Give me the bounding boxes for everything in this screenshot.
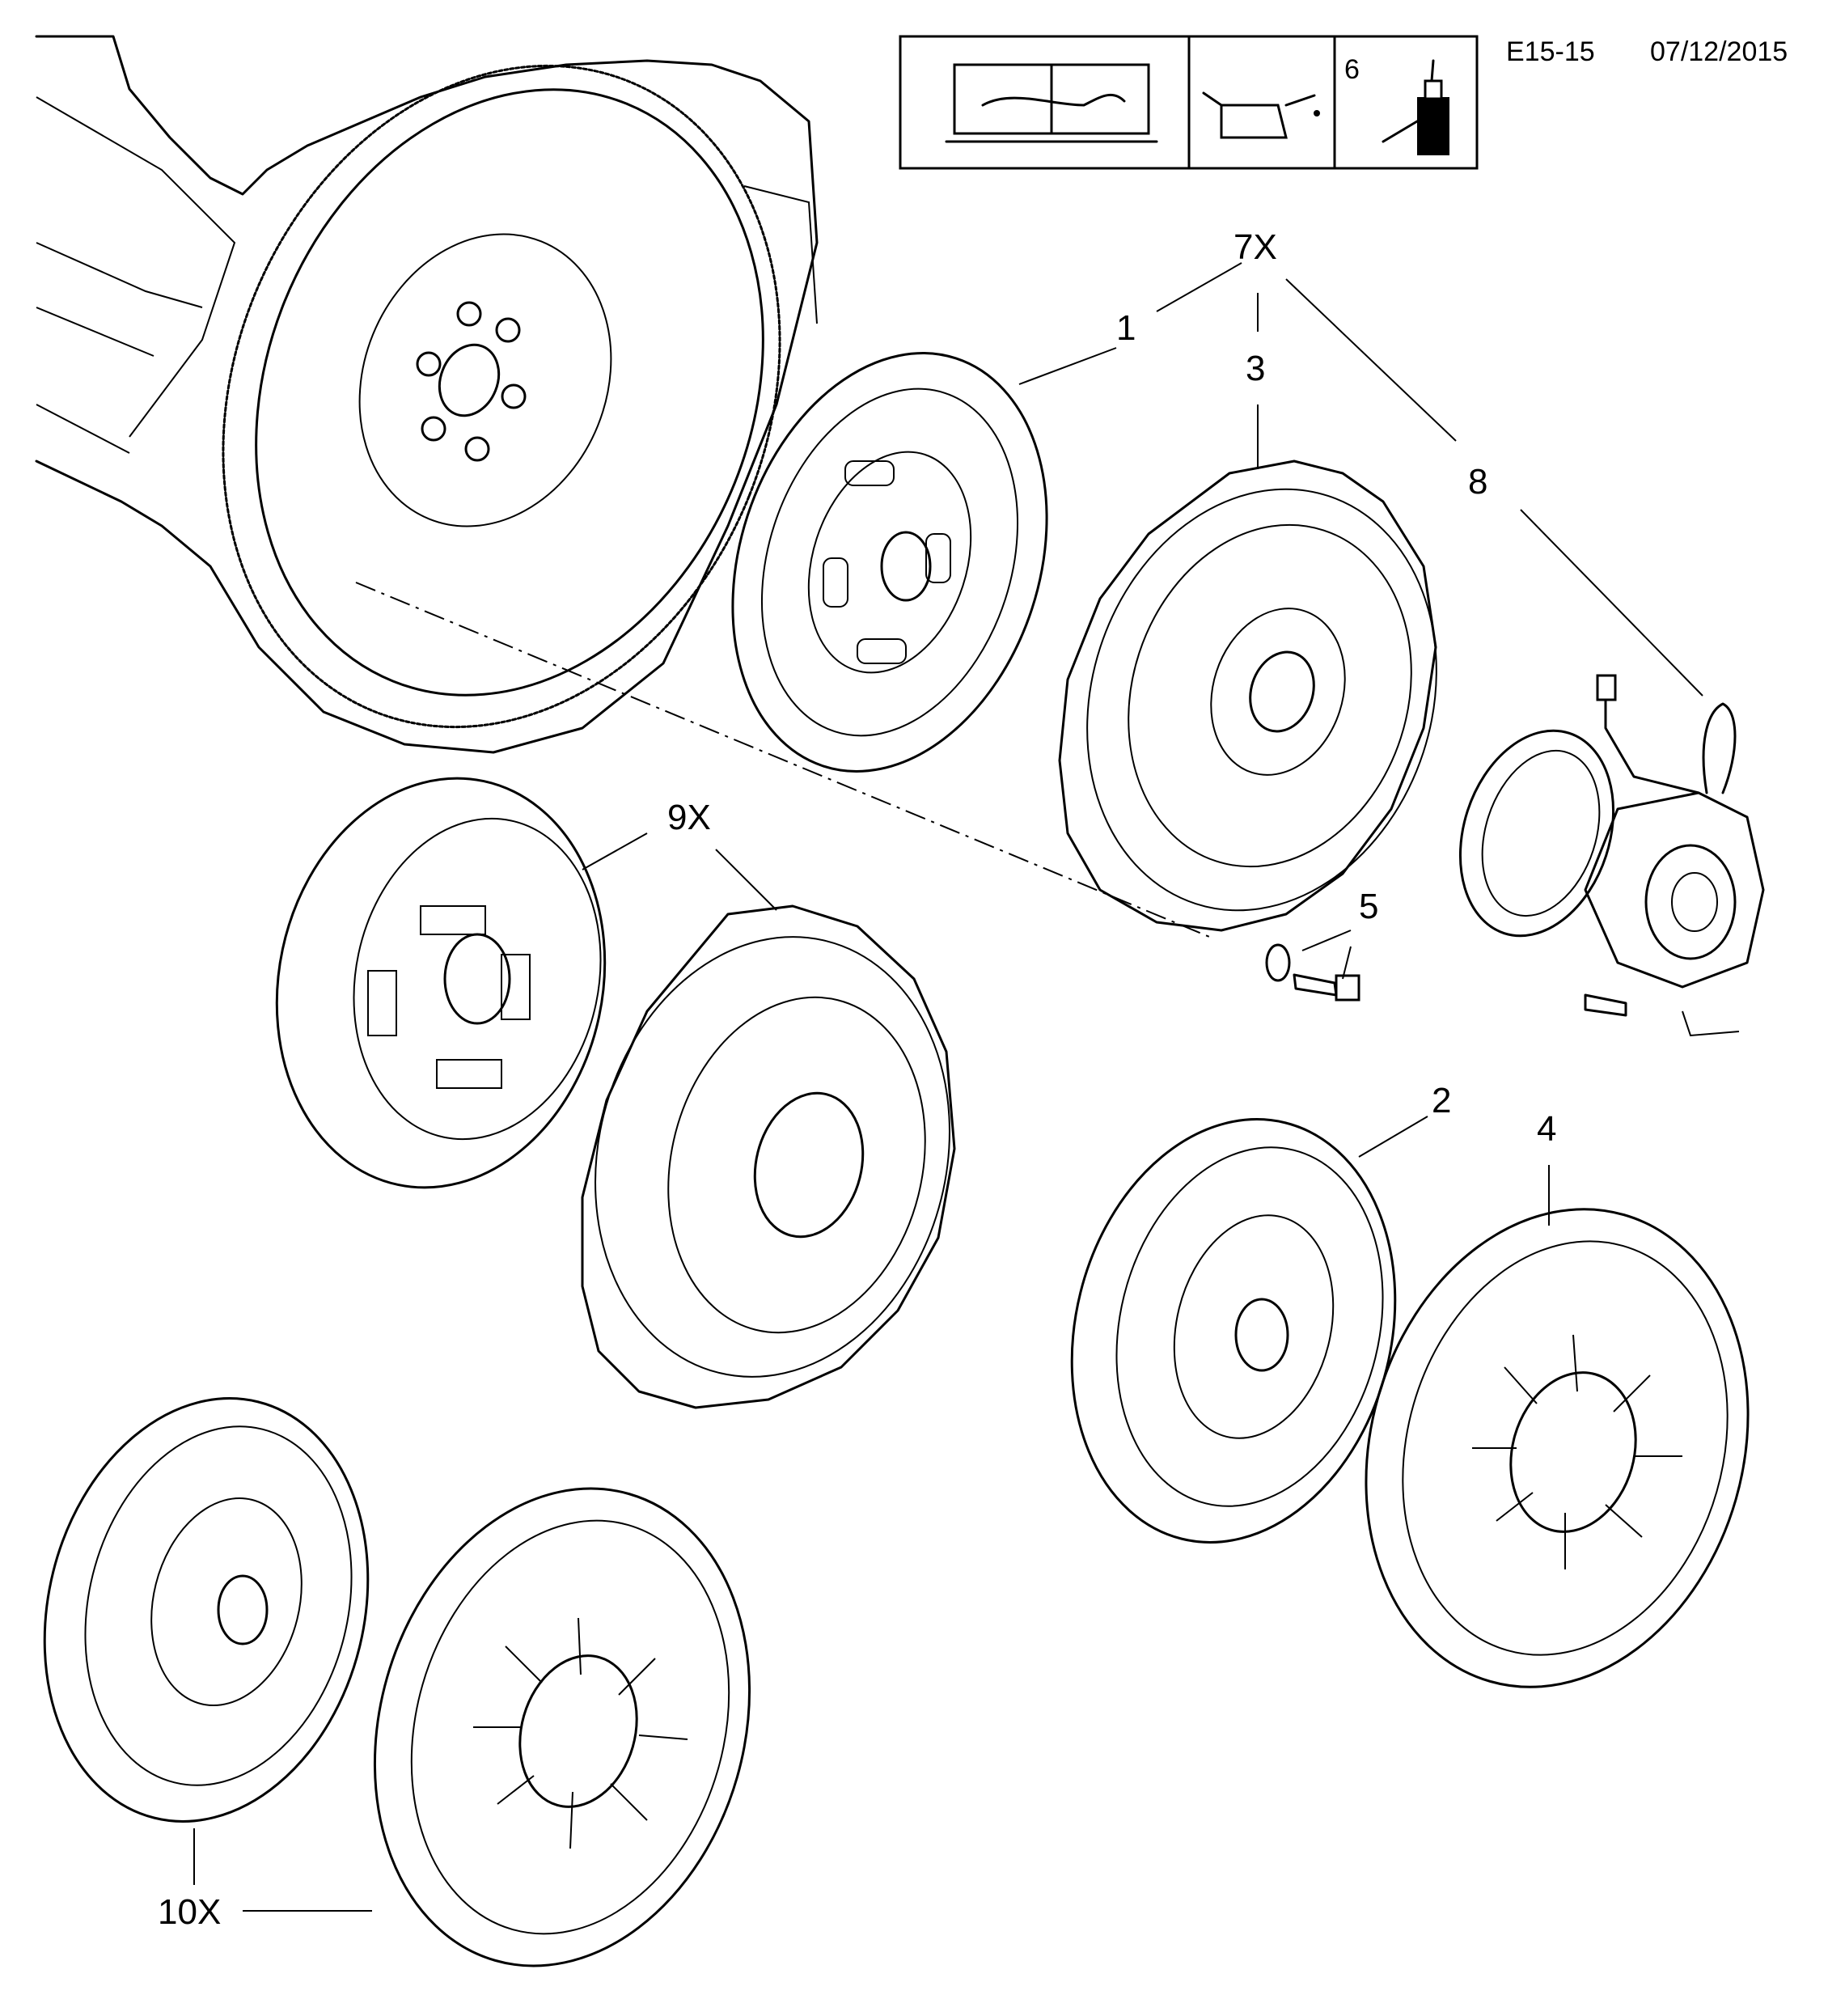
diagram-code: E15-15 bbox=[1506, 36, 1595, 67]
legend-box: 6 bbox=[899, 35, 1479, 170]
flywheel-ring-gear bbox=[222, 64, 781, 729]
manual-wrench-icon bbox=[945, 63, 1158, 143]
callout-4: 4 bbox=[1537, 1109, 1556, 1149]
alignment-line bbox=[355, 582, 1214, 939]
engine-flywheel-assembly bbox=[35, 35, 819, 754]
part-2-clutch-disc bbox=[1070, 1118, 1397, 1544]
part-4-pressure-plate bbox=[1365, 1208, 1750, 1688]
leader-lines bbox=[193, 262, 1703, 1912]
flywheel-bolts bbox=[416, 301, 527, 462]
diagram-date: 07/12/2015 bbox=[1650, 36, 1788, 67]
callout-8: 8 bbox=[1468, 462, 1487, 502]
callout-5: 5 bbox=[1359, 887, 1378, 926]
part-1-clutch-disc bbox=[731, 352, 1048, 773]
callout-2: 2 bbox=[1432, 1081, 1451, 1120]
part-5-bolt bbox=[1265, 943, 1360, 1002]
oil-can-icon bbox=[1202, 91, 1320, 139]
callout-10x: 10X bbox=[158, 1892, 221, 1932]
part-3-pressure-plate bbox=[1058, 460, 1437, 932]
flywheel-face bbox=[255, 88, 764, 697]
legend-number: 6 bbox=[1344, 54, 1360, 85]
callout-1: 1 bbox=[1116, 308, 1136, 348]
callout-3: 3 bbox=[1246, 349, 1265, 388]
part-9x-clutch-kit bbox=[275, 777, 956, 1409]
callout-7x: 7X bbox=[1233, 227, 1277, 267]
part-10x-clutch-kit bbox=[43, 1397, 751, 1967]
part-8-slave-cylinder bbox=[1458, 674, 1765, 1037]
callout-9x: 9X bbox=[667, 798, 711, 837]
adhesive-bottle-icon bbox=[1382, 59, 1449, 155]
